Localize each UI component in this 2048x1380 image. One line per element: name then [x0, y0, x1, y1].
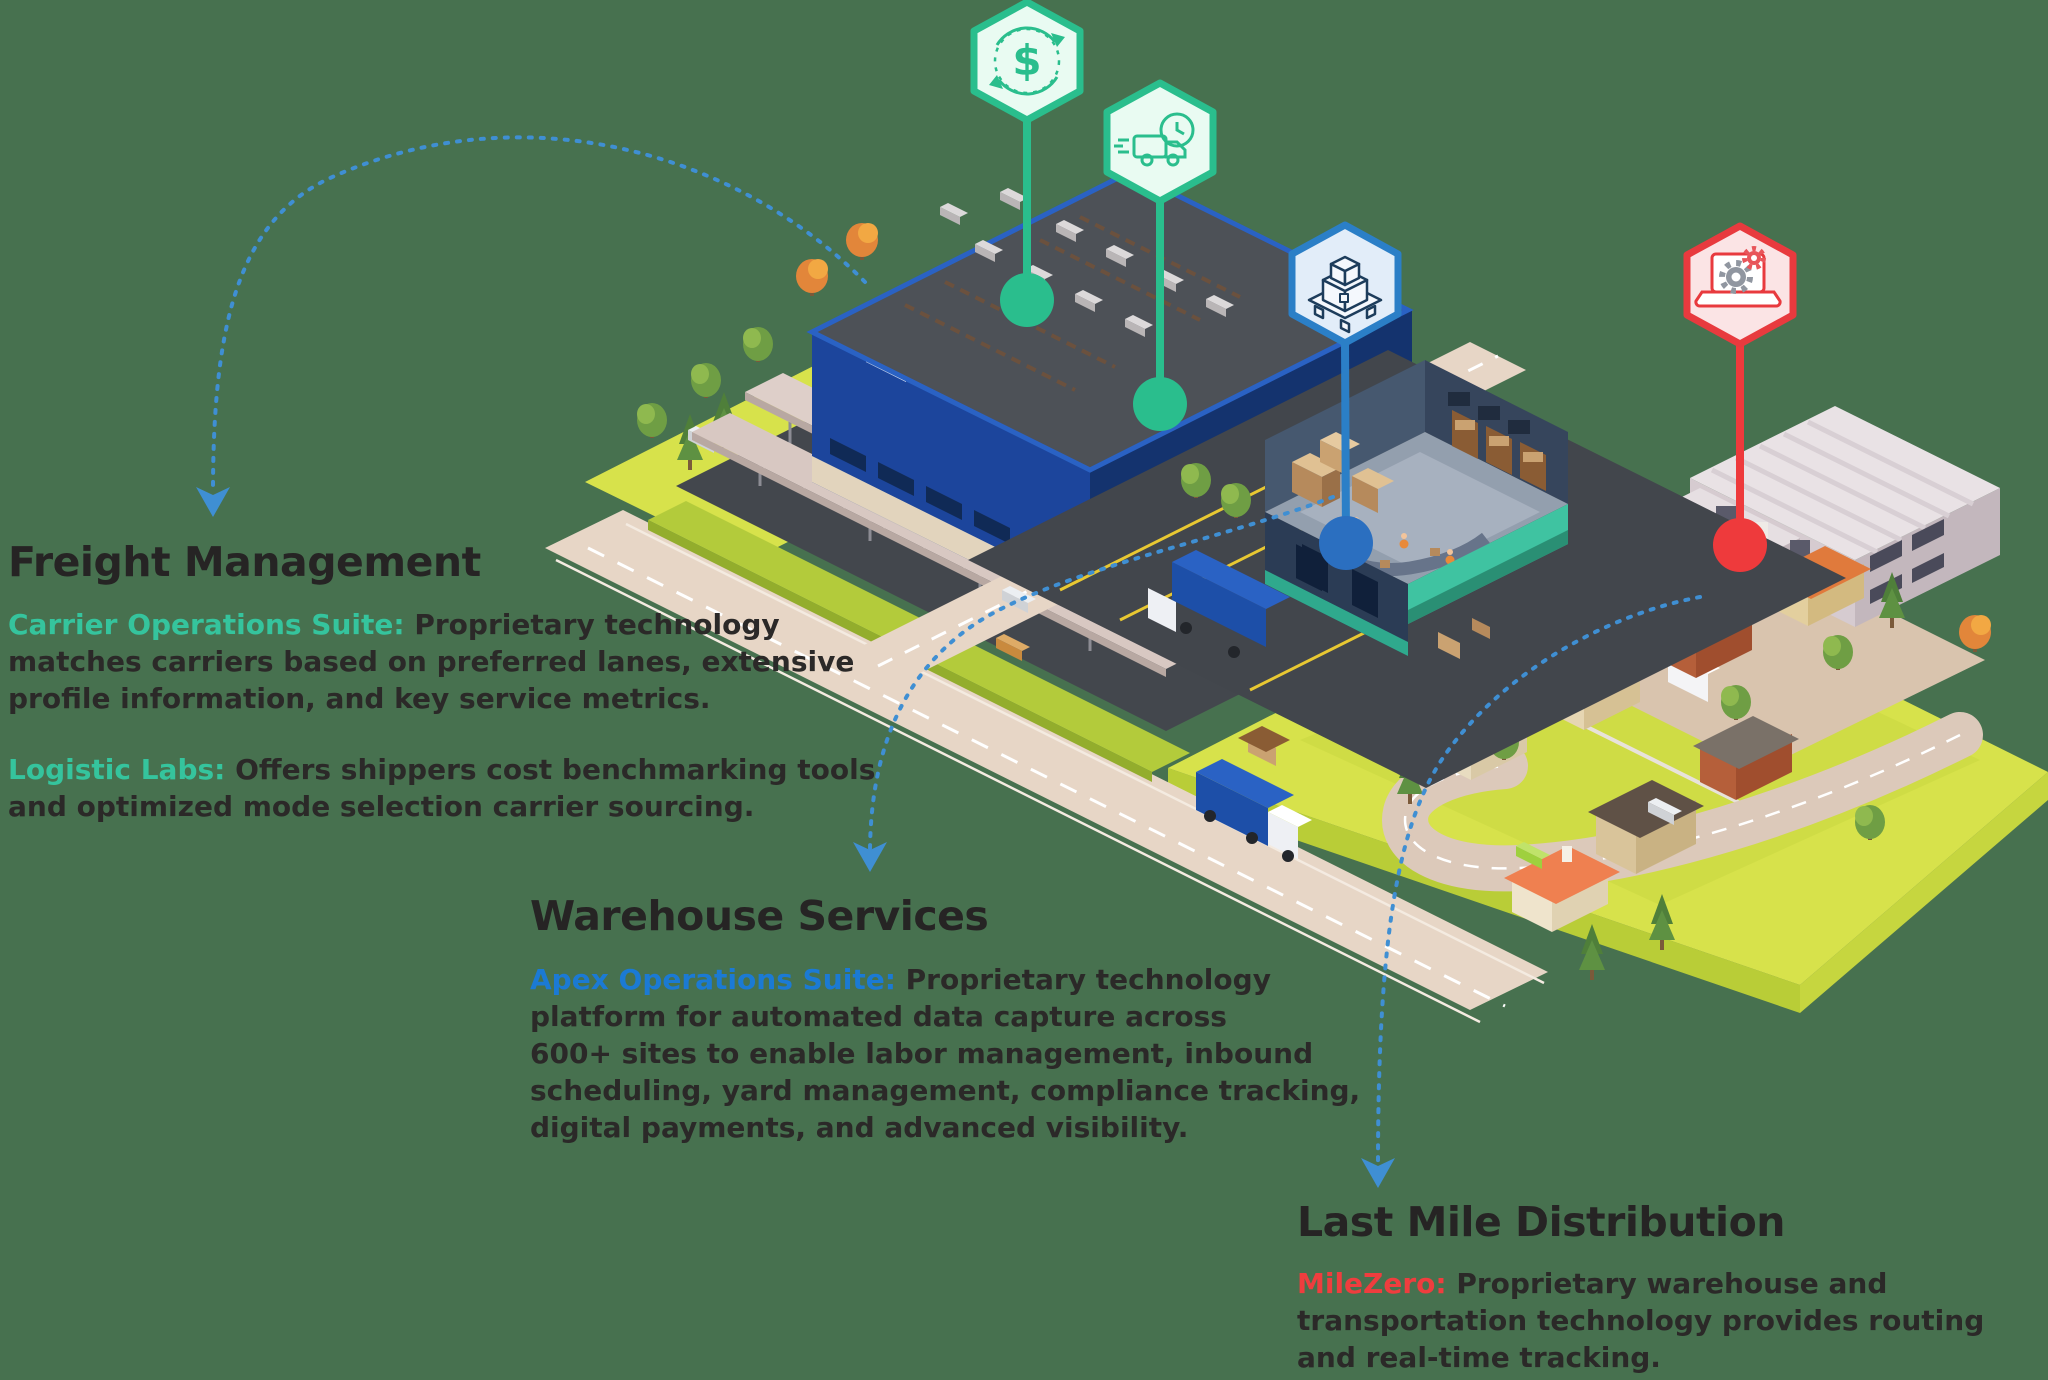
semi-truck	[1196, 759, 1312, 862]
docked-truck	[1148, 550, 1290, 658]
product-name: MileZero:	[1297, 1267, 1447, 1300]
paragraph: Carrier Operations Suite: Proprietary te…	[8, 608, 855, 715]
arrow-down-icon	[853, 842, 887, 872]
map-dot	[1133, 377, 1187, 431]
paragraph: Logistic Labs: Offers shippers cost benc…	[8, 753, 876, 823]
product-name: Carrier Operations Suite:	[8, 608, 405, 641]
svg-text:$: $	[1012, 36, 1041, 85]
money-cycle-icon: $	[989, 26, 1065, 96]
storage-racks	[1452, 410, 1546, 491]
laptop-gears-icon	[1694, 246, 1782, 308]
map-dot	[1000, 273, 1054, 327]
section-warehouse-services: Warehouse Services Apex Operations Suite…	[530, 892, 1510, 1146]
connector-freight	[196, 135, 867, 517]
house	[1588, 780, 1704, 874]
callout-laptop	[1683, 222, 1797, 572]
car-green	[1516, 842, 1550, 869]
product-name: Logistic Labs:	[8, 753, 226, 786]
connector-warehouse	[853, 495, 1335, 872]
section-title: Last Mile Distribution	[1297, 1198, 1785, 1246]
product-name: Apex Operations Suite:	[530, 963, 896, 996]
map-dot	[1713, 518, 1767, 572]
map-dot	[1319, 516, 1373, 570]
section-title: Warehouse Services	[530, 892, 989, 940]
paragraph: Apex Operations Suite: Proprietary techn…	[530, 963, 1361, 1144]
arrow-down-icon	[196, 487, 230, 517]
pallet-boxes-icon	[1307, 255, 1383, 334]
callout-money-cycle: $	[970, 0, 1084, 327]
section-freight-management: Freight Management Carrier Operations Su…	[8, 538, 888, 825]
section-title: Freight Management	[8, 538, 481, 586]
house	[1693, 716, 1799, 800]
cargo-boxes	[1292, 432, 1394, 513]
connector-lastmile	[1361, 595, 1702, 1188]
callout-pallet	[1288, 221, 1402, 570]
callout-fast-delivery	[1103, 79, 1217, 431]
gazebo	[1238, 726, 1290, 766]
arrow-down-icon	[1361, 1158, 1395, 1188]
delivery-truck-clock-icon	[1114, 112, 1195, 167]
section-last-mile-distribution: Last Mile Distribution MileZero: Proprie…	[1297, 1198, 2037, 1376]
house	[1504, 846, 1620, 932]
